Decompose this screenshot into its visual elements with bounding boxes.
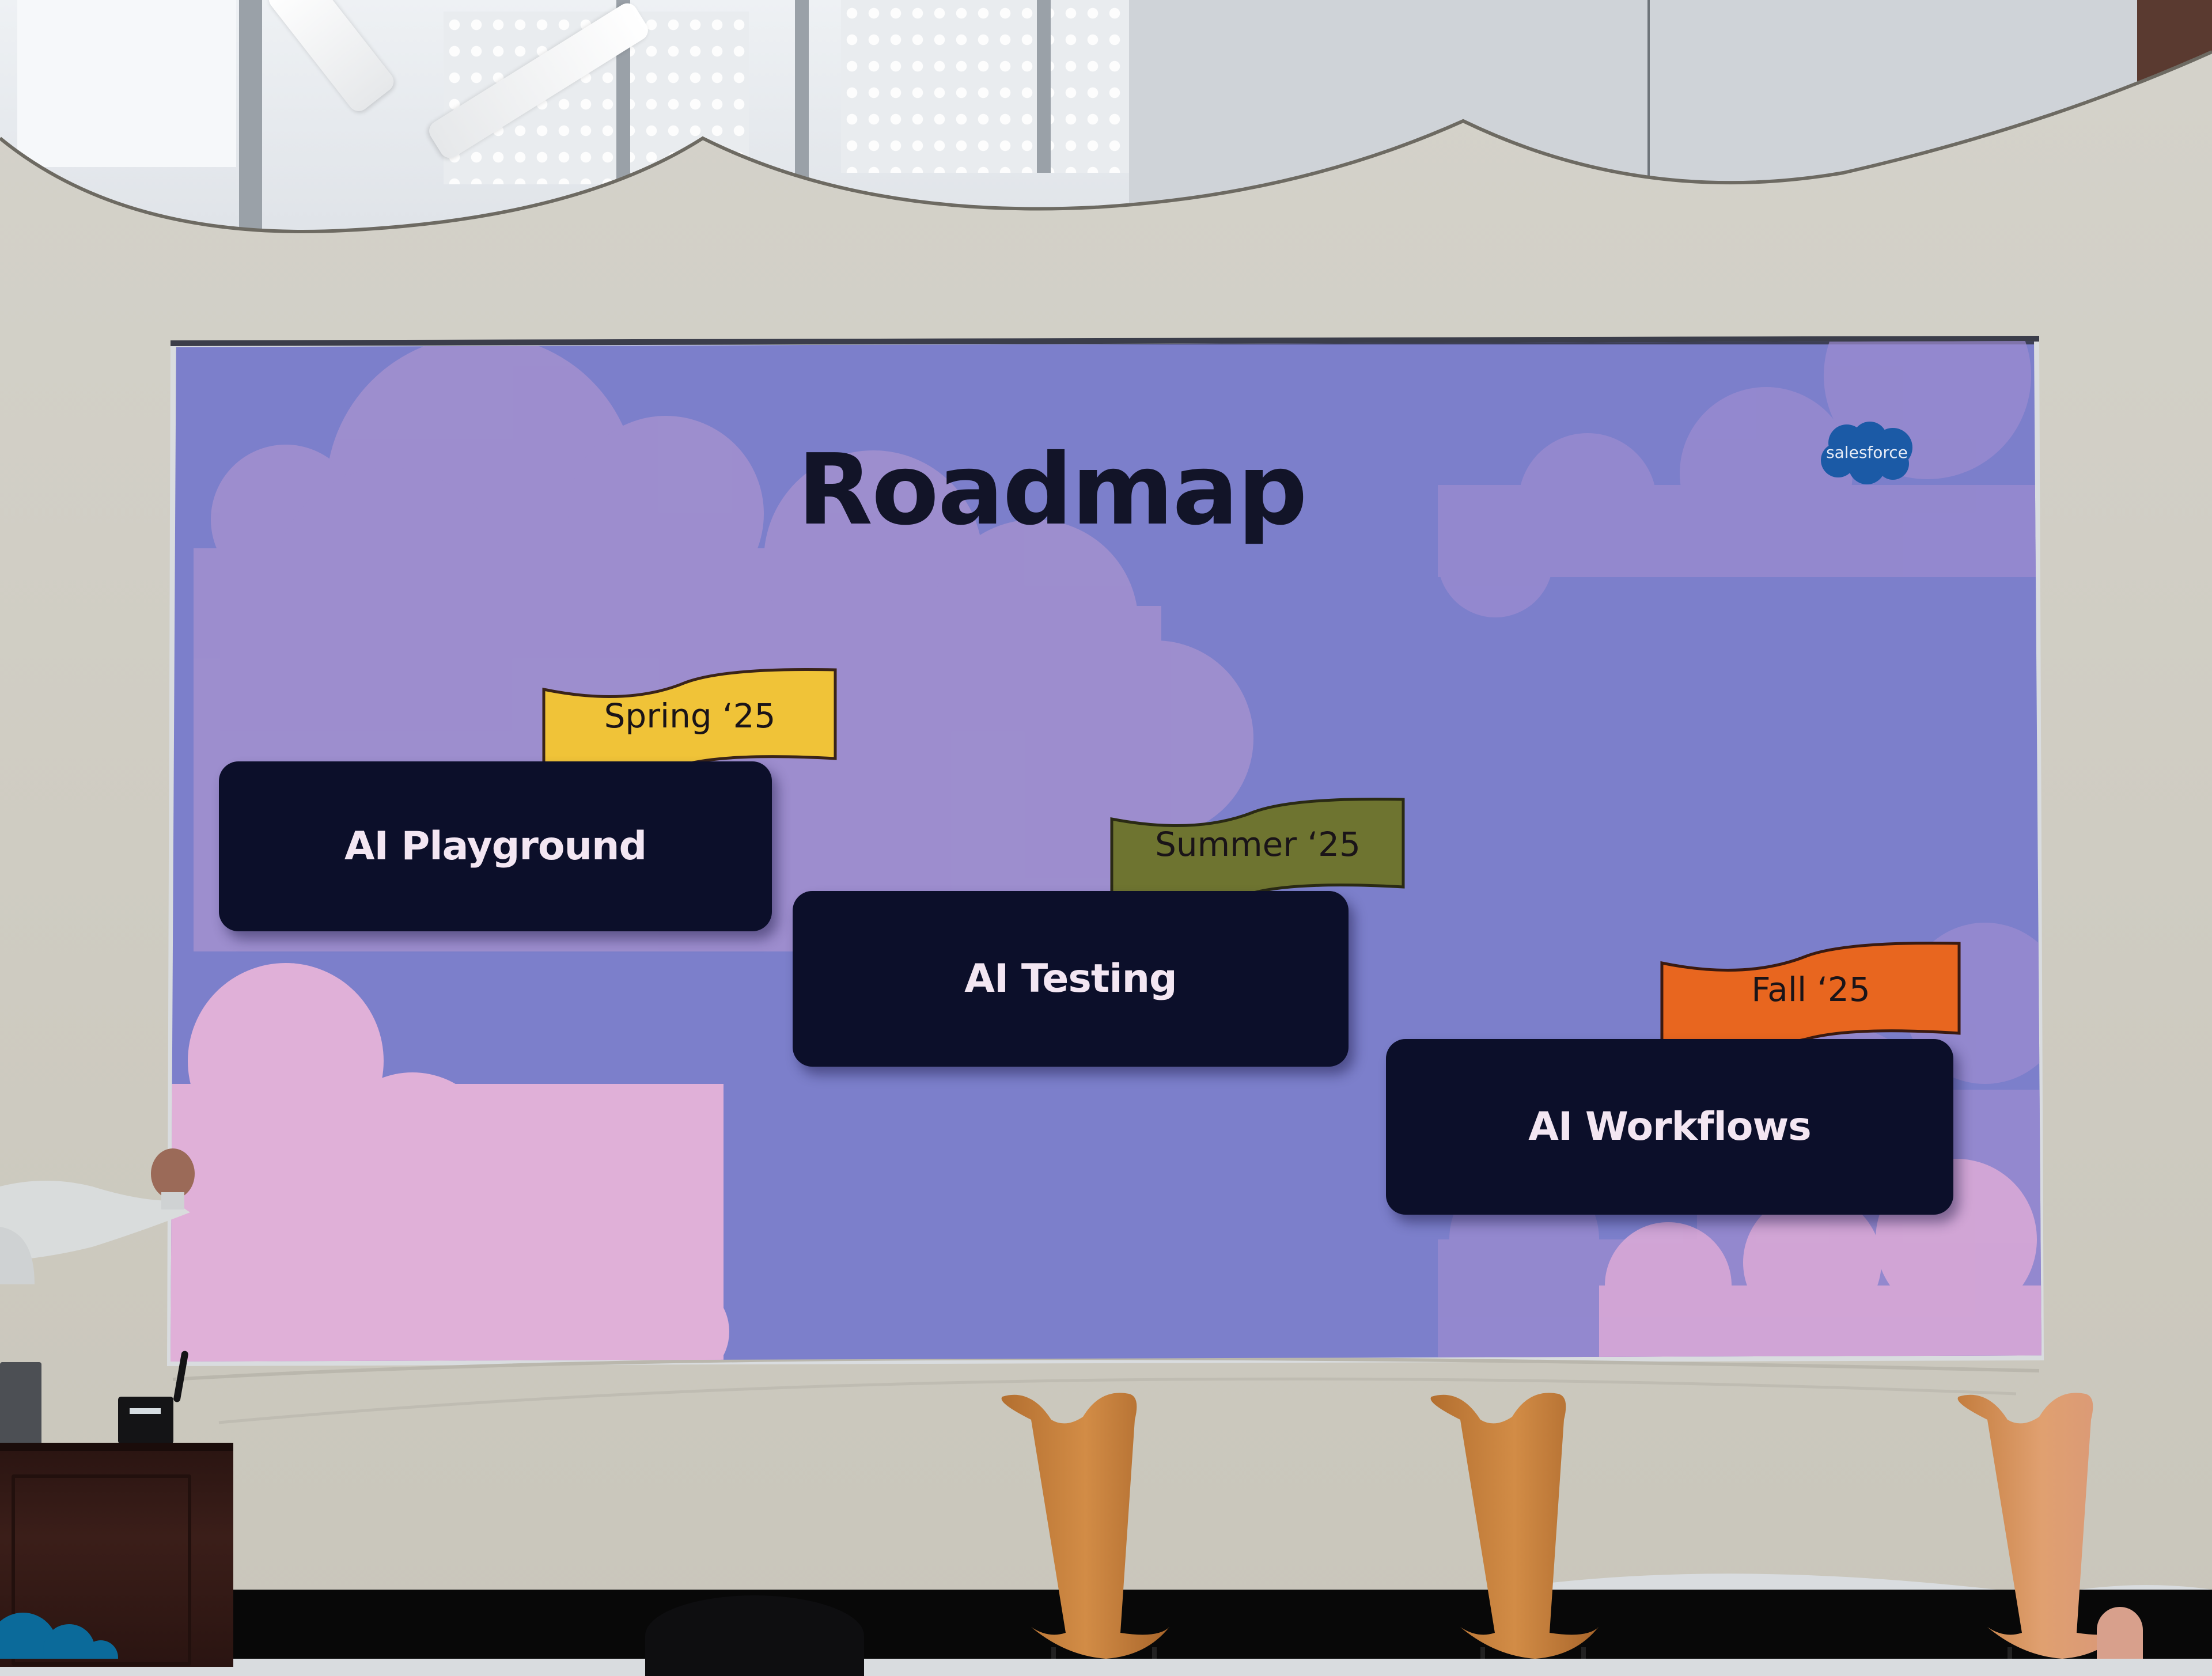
projection-screen: Roadmap salesforce Spring ‘25 AI Playgro… — [171, 341, 2041, 1362]
wall-seam — [1647, 0, 1650, 207]
timeframe-label: Spring ‘25 — [604, 696, 776, 735]
salesforce-logo: salesforce — [1815, 419, 1919, 485]
milestone-card-ai-testing: AI Testing — [793, 891, 1349, 1067]
audience-member-head — [645, 1595, 864, 1676]
skylight — [17, 0, 236, 167]
stage-floor — [225, 1590, 2212, 1659]
timeframe-flag: Summer ‘25 — [1109, 796, 1406, 901]
salesforce-cloud-icon — [1821, 422, 1912, 484]
laptop — [0, 1362, 41, 1446]
stage-chair — [1953, 1385, 2172, 1659]
stage-chair — [1426, 1385, 1645, 1659]
audience-hand — [2097, 1607, 2143, 1659]
milestone-card-ai-workflows: AI Workflows — [1386, 1039, 1953, 1215]
chair-icon — [1001, 1393, 1169, 1659]
slide-title: Roadmap — [797, 433, 1308, 547]
window-mullion — [239, 0, 262, 242]
timeframe-flag: Fall ‘25 — [1660, 940, 1962, 1049]
timeframe-flag: Spring ‘25 — [541, 666, 838, 774]
receiver-display — [130, 1408, 161, 1414]
wireless-receiver — [118, 1397, 173, 1444]
timeframe-label: Summer ‘25 — [1155, 825, 1361, 864]
chair-icon — [1430, 1393, 1599, 1659]
presenter-arm — [0, 1148, 195, 1284]
chair-icon — [1957, 1393, 2126, 1659]
milestone-label: AI Testing — [964, 956, 1177, 1002]
window-pane — [841, 0, 1129, 173]
stage-chair — [997, 1385, 1215, 1659]
podium-salesforce-cloud-icon — [0, 1613, 118, 1659]
milestone-label: AI Workflows — [1528, 1104, 1812, 1150]
timeframe-label: Fall ‘25 — [1751, 970, 1870, 1009]
milestone-card-ai-playground: AI Playground — [219, 761, 772, 931]
milestone-label: AI Playground — [344, 824, 647, 869]
window-mullion — [1037, 0, 1051, 173]
salesforce-logo-text: salesforce — [1826, 443, 1908, 462]
